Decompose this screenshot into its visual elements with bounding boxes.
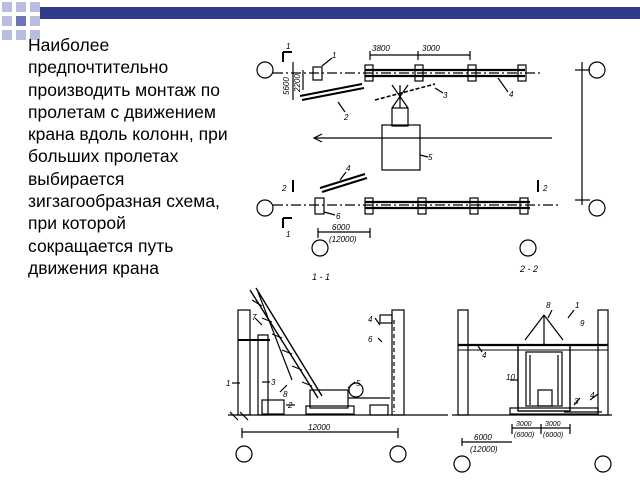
section-2-dim-5: 6000 — [474, 433, 492, 442]
plan-dim-3: 5600 — [282, 77, 291, 95]
plan-dim-5: 6000 — [332, 223, 350, 232]
section-2-callout-8: 8 — [546, 301, 551, 310]
section-2-callout-10: 10 — [506, 373, 515, 382]
section-2-dim-1: 3000 — [516, 421, 532, 428]
section-2-title: 2 - 2 — [519, 264, 538, 274]
section-2-callout-4b: 4 — [590, 391, 595, 400]
plan-dim-6: (12000) — [329, 235, 357, 244]
section-1-callout-2: 2 — [287, 401, 293, 410]
plan-section-mark-2b: 2 — [542, 184, 548, 193]
plan-callout-6: 4 — [346, 164, 351, 173]
plan-dim-1: 3800 — [372, 44, 390, 53]
plan-callout-7: 6 — [336, 212, 341, 221]
section-1-span: 12000 — [308, 423, 331, 432]
plan-dim-2: 3000 — [422, 44, 440, 53]
section-2-dim-4: (6000) — [543, 432, 563, 439]
plan-callout-1: 1 — [332, 51, 336, 60]
plan-dim-4: 2200 — [293, 74, 302, 93]
slide-body-text: Наиболее предпочтительно производить мон… — [28, 35, 228, 278]
decor-square — [16, 30, 26, 40]
plan-section-mark-2a: 2 — [281, 184, 287, 193]
section-1-callout-1: 1 — [226, 379, 230, 388]
title-bar — [40, 7, 640, 19]
decor-square — [2, 30, 12, 40]
decor-square — [30, 16, 40, 26]
decor-square — [16, 2, 26, 12]
plan-callout-5: 5 — [428, 153, 433, 162]
section-1-callout-4: 4 — [368, 315, 373, 324]
decor-square — [30, 30, 40, 40]
section-2-callout-9: 9 — [580, 319, 585, 328]
section-1-callout-6: 6 — [368, 335, 373, 344]
decor-square — [16, 16, 26, 26]
section-2-dim-2: 3000 — [545, 421, 561, 428]
decor-square — [2, 2, 12, 12]
section-1-callout-7: 7 — [252, 313, 257, 322]
section-1-callout-3: 3 — [271, 378, 276, 387]
section-1-title: 1 - 1 — [312, 272, 330, 282]
decor-square — [30, 2, 40, 12]
section-2-dim-6: (12000) — [470, 445, 498, 454]
section-2-callout-4: 4 — [482, 351, 487, 360]
section-1-callout-5: 5 — [356, 379, 361, 388]
plan-callout-4: 4 — [509, 90, 514, 99]
section-2-callout-3: 3 — [574, 397, 579, 406]
section-2-callout-1: 1 — [575, 301, 579, 310]
plan-section-mark-1b: 1 — [286, 230, 290, 239]
section-2-dim-3: (6000) — [514, 432, 534, 439]
plan-section-mark-1a: 1 — [286, 42, 290, 51]
decor-square — [2, 16, 12, 26]
plan-callout-2: 2 — [343, 113, 349, 122]
section-1-callout-8: 8 — [283, 390, 288, 399]
plan-callout-3: 3 — [443, 91, 448, 100]
